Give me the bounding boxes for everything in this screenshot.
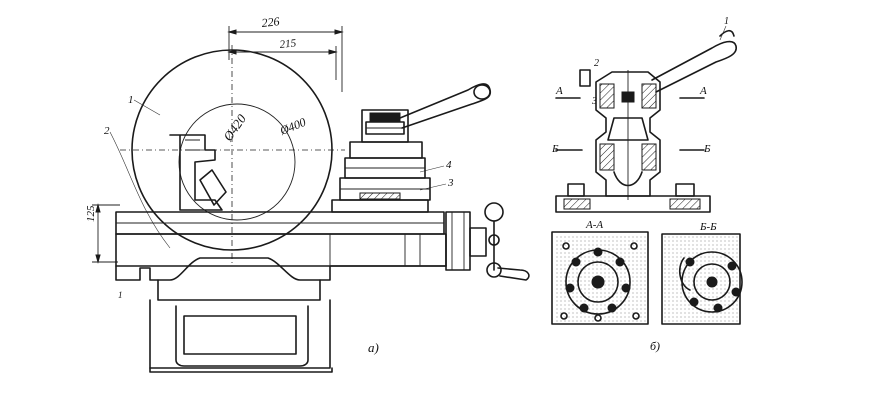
view-b-caption: б) (650, 339, 660, 353)
lathe-stand: а) (149, 279, 379, 373)
feed-handwheel[interactable] (445, 202, 530, 281)
cut-b-left: Б (551, 143, 559, 155)
cut-a-right: А (699, 85, 707, 97)
part-label-1: 1 (128, 94, 134, 106)
part-label-4: 4 (446, 159, 452, 171)
section-a-a-label: А-А (585, 219, 603, 231)
cut-b-right: Б (703, 143, 711, 155)
lathe-bed (115, 211, 447, 281)
base-label-1: 1 (118, 290, 123, 300)
cross-slide (331, 141, 431, 213)
cut-a-left: А (555, 85, 563, 97)
cut-line-a: А А (555, 85, 707, 99)
detail-part-2: 2 (594, 58, 599, 69)
section-b-b-label: Б-Б (699, 221, 717, 233)
inner-swing-circle (178, 103, 296, 221)
dimension-226-label: 226 (261, 14, 280, 30)
detail-part-1: 1 (724, 16, 729, 27)
toolhead-detail-view: 1 2 3 А А Б Б (551, 16, 743, 353)
toolhead-base (555, 183, 711, 213)
dimension-125: 125 (85, 203, 120, 264)
dimension-226: 226 (227, 14, 344, 92)
cut-line-b: Б Б (551, 143, 711, 155)
section-b-b: Б-Б (661, 221, 743, 325)
toolpost (361, 109, 409, 143)
part-label-2: 2 (104, 125, 110, 137)
detail-part-3: 3 (591, 96, 597, 107)
part-label-3: 3 (447, 177, 454, 189)
lathe-side-view: 226 215 Ø420 Ø400 1 2 3 4 125 (85, 14, 530, 373)
detail-handle[interactable] (651, 29, 738, 93)
toolhead-section (579, 69, 661, 200)
swing-diameter-label-2: Ø400 (277, 115, 308, 138)
view-a-caption: а) (368, 340, 379, 355)
chuck-jaw (169, 134, 227, 211)
dimension-215-label: 215 (279, 37, 297, 51)
section-a-a: А-А б) (551, 219, 660, 353)
toolpost-handle[interactable] (399, 83, 492, 129)
section-a-teeth (565, 247, 631, 313)
dimension-125-label: 125 (85, 205, 97, 222)
swing-diameter-label: Ø420 (220, 111, 250, 144)
dimension-215: 215 (227, 37, 338, 80)
